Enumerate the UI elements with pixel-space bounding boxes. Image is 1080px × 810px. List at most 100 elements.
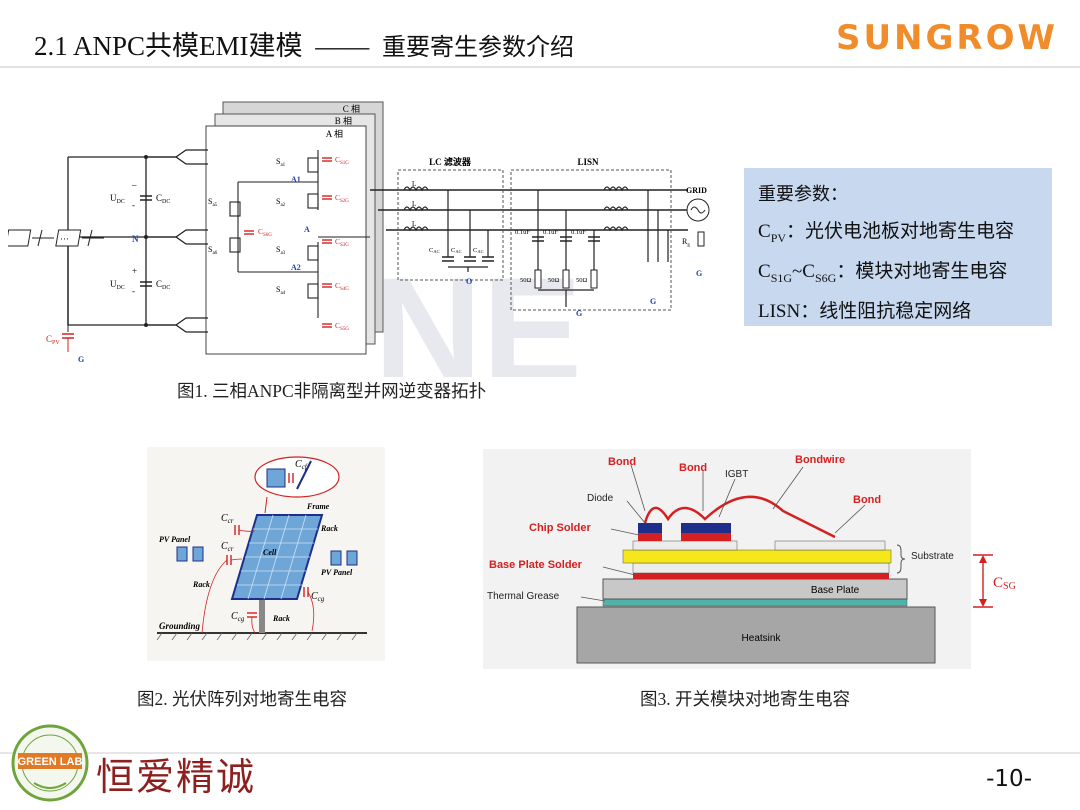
svg-text:Substrate: Substrate	[911, 551, 954, 562]
svg-text:PV Panel: PV Panel	[159, 535, 191, 544]
svg-text:L: L	[412, 220, 416, 228]
svg-text:Bond: Bond	[679, 462, 707, 474]
slide-header: 2.1 ANPC共模EMI建模 —— 重要寄生参数介绍 SUNGROW	[0, 0, 1080, 66]
csg-dimension-marker: CSG	[973, 554, 1016, 608]
svg-text:0.1uF: 0.1uF	[543, 229, 558, 236]
cdc-bottom-label: CDC	[156, 279, 170, 291]
svg-text:A: A	[304, 225, 310, 234]
cdc-top-label: CDC	[156, 193, 170, 205]
figure3-caption: 图3. 开关模块对地寄生电容	[640, 689, 850, 709]
svg-text:-: -	[132, 286, 135, 296]
svg-text:Ccr: Ccr	[221, 541, 234, 553]
cac-labels: CAC CAC CAC	[429, 247, 484, 254]
title-separator: ——	[315, 31, 370, 61]
title-main: 2.1 ANPC共模EMI建模	[34, 31, 303, 61]
lisn-box	[510, 169, 672, 311]
svg-text:Sa5: Sa5	[208, 197, 218, 208]
anpc-topology-diagram: NE C 相 B 相 A 相 CDC CDC UDC UDC –+ N -- P…	[8, 101, 710, 377]
header-divider	[0, 66, 1080, 68]
power-module-cross-section: Heatsink Base Plate Bond Bond Bondwire B…	[483, 449, 971, 669]
heatsink-label: Heatsink	[742, 633, 782, 644]
svg-text:Rack: Rack	[320, 524, 338, 533]
svg-text:A1: A1	[291, 175, 301, 184]
svg-text:Sa6: Sa6	[208, 245, 218, 256]
svg-text:Ccr: Ccr	[221, 513, 234, 525]
svg-text:CS1G: CS1G	[335, 155, 349, 166]
svg-text:CS6G: CS6G	[258, 227, 272, 238]
cpv-label: CPV	[46, 334, 60, 346]
parasitic-cap-labels: CS1G CS2G CS6G CS3G CS4G CS5G	[258, 155, 349, 332]
svg-text:CS5G: CS5G	[335, 321, 349, 332]
udc-top-label: UDC	[110, 193, 125, 205]
svg-text:CS4G: CS4G	[335, 281, 349, 292]
svg-text:CS2G: CS2G	[335, 193, 349, 204]
grid-label: GRID	[686, 186, 707, 195]
svg-text:–: –	[131, 180, 137, 190]
brand-logo: SUNGROW	[835, 18, 1058, 58]
footer-motto: 恒爱精诚	[96, 755, 257, 799]
footer-divider	[0, 752, 1080, 754]
svg-text:G: G	[650, 297, 656, 306]
ccf-label: Ccf	[295, 459, 308, 471]
parasitic-caps	[244, 157, 332, 328]
svg-text:Sa2: Sa2	[276, 197, 286, 208]
svg-text:Grounding: Grounding	[159, 621, 201, 631]
svg-text:A2: A2	[291, 263, 301, 272]
param-csg: CS1G~CS6G：模块对地寄生电容	[758, 260, 1008, 285]
svg-text:Chip Solder: Chip Solder	[529, 522, 591, 534]
svg-text:CSG: CSG	[993, 575, 1016, 592]
svg-text:PV Panel: PV Panel	[321, 568, 353, 577]
svg-text:Base Plate Solder: Base Plate Solder	[489, 559, 583, 571]
svg-text:+: +	[132, 266, 137, 276]
svg-text:Cell: Cell	[263, 548, 277, 557]
lisn-label: LISN	[577, 157, 599, 167]
lc-filter-box	[397, 169, 504, 281]
title-subtitle: 重要寄生参数介绍	[382, 33, 575, 61]
params-heading: 重要参数：	[758, 184, 848, 205]
svg-text:Sa1: Sa1	[276, 157, 286, 168]
key-parameters-box: 重要参数： CPV：光伏电池板对地寄生电容 CS1G~CS6G：模块对地寄生电容…	[744, 168, 1052, 326]
svg-text:50Ω: 50Ω	[548, 277, 560, 284]
svg-text:L: L	[412, 200, 416, 208]
phase-label-c: C 相	[343, 103, 360, 114]
pv-panel-icon	[8, 229, 104, 247]
svg-text:0.1uF: 0.1uF	[571, 229, 586, 236]
figure2-caption: 图2. 光伏阵列对地寄生电容	[137, 689, 347, 709]
svg-text:Bondwire: Bondwire	[795, 454, 845, 466]
green-lab-emblem: GREEN LAB	[11, 724, 89, 802]
pv-array-capacitance-figure: Grounding Ccf Ccr Ccr Ccg Ccg Frame Rack…	[147, 447, 385, 661]
n-node-label: N	[132, 234, 139, 244]
svg-text:Rack: Rack	[192, 580, 210, 589]
svg-text:G: G	[78, 355, 84, 364]
param-cpv: CPV：光伏电池板对地寄生电容	[758, 221, 1015, 245]
svg-text:L: L	[412, 180, 416, 188]
phase-a-box	[205, 125, 367, 355]
figure1-caption: 图1. 三相ANPC非隔离型并网逆变器拓扑	[177, 381, 487, 401]
svg-text:Sa4: Sa4	[276, 285, 286, 296]
svg-text:GREEN LAB: GREEN LAB	[18, 756, 83, 768]
switch-labels: Sa1 Sa5 Sa2 Sa6 Sa3 Sa4	[208, 157, 286, 296]
svg-text:Diode: Diode	[587, 493, 614, 504]
svg-text:CAC: CAC	[473, 247, 484, 254]
svg-text:···: ···	[60, 234, 69, 244]
svg-text:O: O	[466, 277, 472, 286]
svg-text:IGBT: IGBT	[725, 469, 748, 480]
svg-text:Bond: Bond	[608, 456, 636, 468]
lc-filter-label: LC 滤波器	[429, 156, 472, 167]
svg-text:Ccg: Ccg	[311, 591, 325, 603]
svg-text:G: G	[696, 269, 702, 278]
svg-text:CAC: CAC	[451, 247, 462, 254]
svg-text:G: G	[576, 309, 582, 318]
svg-text:Base Plate: Base Plate	[811, 585, 860, 596]
watermark: NE	[374, 246, 582, 377]
svg-text:Frame: Frame	[306, 502, 330, 511]
svg-text:CS3G: CS3G	[335, 237, 349, 248]
page-number: -10-	[986, 766, 1032, 792]
udc-bottom-label: UDC	[110, 279, 125, 291]
svg-text:0.1uF: 0.1uF	[515, 229, 530, 236]
phase-label-a: A 相	[326, 128, 343, 139]
param-lisn: LISN：线性阻抗稳定网络	[758, 300, 972, 322]
svg-text:50Ω: 50Ω	[520, 277, 532, 284]
svg-text:Rack: Rack	[272, 614, 290, 623]
svg-text:Bond: Bond	[853, 494, 881, 506]
